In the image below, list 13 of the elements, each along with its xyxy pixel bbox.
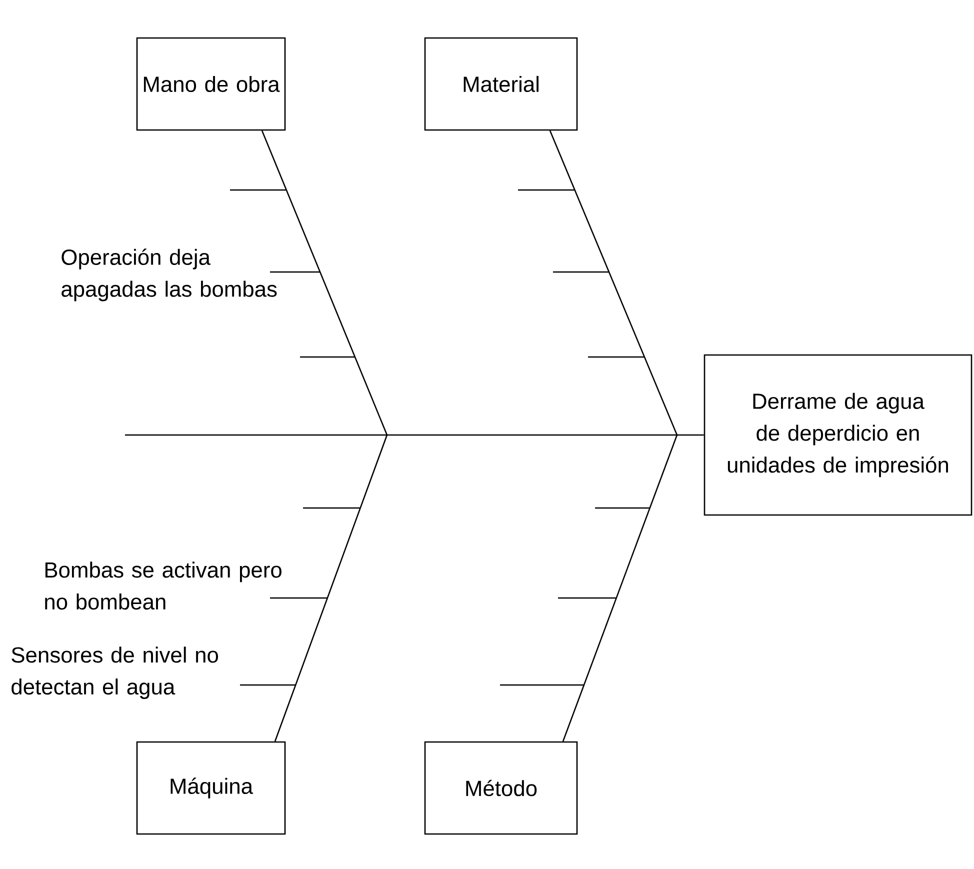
cause-text: Bombas se activan pero no bombean: [45, 562, 282, 610]
bone-line: [549, 130, 678, 436]
bone-line: [261, 130, 388, 436]
category-box: Material: [424, 37, 578, 131]
category-box: Máquina: [136, 741, 286, 835]
effect-box: Derrame de agua de deperdicio en unidades de impresión: [704, 354, 972, 516]
cause-text: Operación deja apagadas las bombas: [62, 248, 277, 302]
bone-line: [562, 434, 678, 742]
category-box: Mano de obra: [136, 37, 286, 131]
cause-text: Sensores de nivel no detectan el agua: [12, 646, 218, 699]
spine-line: [125, 434, 704, 436]
bone-line: [274, 434, 388, 742]
category-box: Método: [424, 741, 578, 835]
